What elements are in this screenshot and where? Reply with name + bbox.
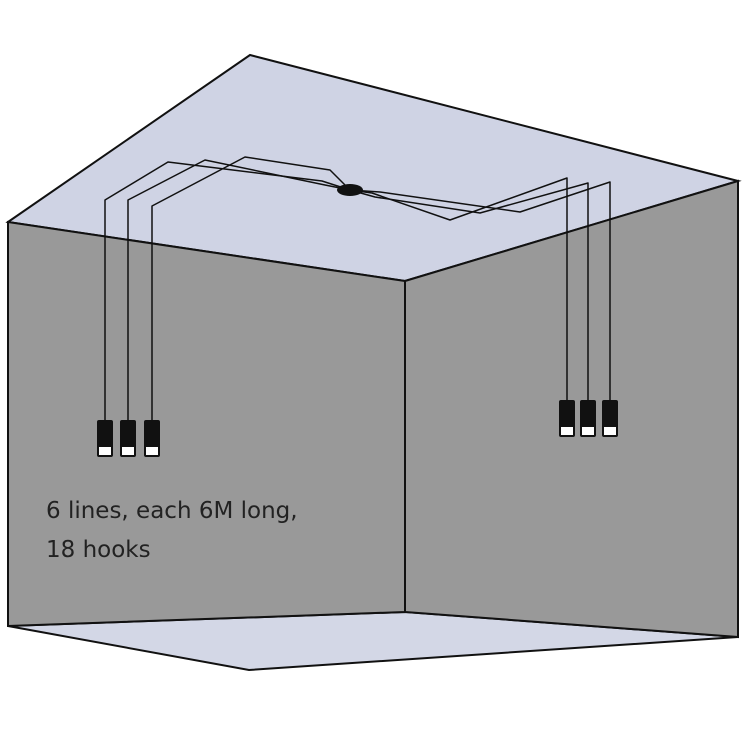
pendant-group-right — [559, 400, 618, 437]
cable-line — [104, 161, 351, 420]
caption-line-1: 6 lines, each 6M long, — [46, 498, 298, 524]
pendant-lamp — [580, 400, 596, 437]
cable-line — [151, 156, 351, 420]
pendant-lamp — [120, 420, 136, 457]
cable-line — [349, 181, 611, 400]
pendant-lamp — [602, 400, 618, 437]
cable-line — [349, 177, 568, 400]
caption-line-2: 18 hooks — [46, 537, 151, 563]
pendant-lamp — [144, 420, 160, 457]
cable-line — [349, 182, 589, 400]
ceiling-hub — [337, 184, 363, 196]
cable-lines — [104, 156, 611, 420]
pendant-lamp — [559, 400, 575, 437]
pendant-group-left — [97, 420, 160, 457]
pendant-lamp — [97, 420, 113, 457]
cable-line — [127, 159, 351, 420]
left-wall — [7, 220, 406, 628]
